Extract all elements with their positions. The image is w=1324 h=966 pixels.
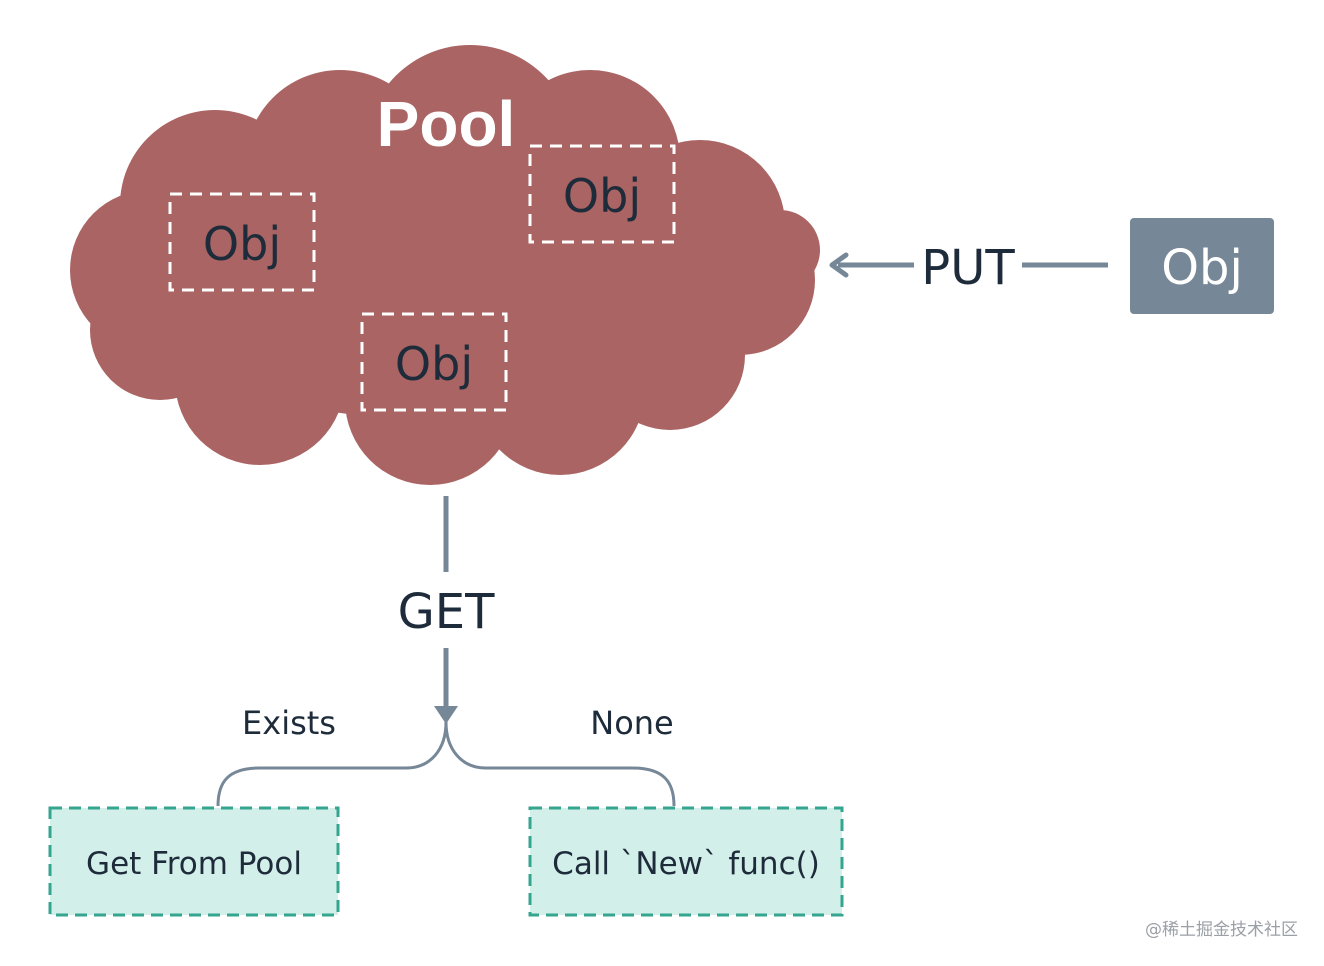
put-object-label: Obj — [1161, 240, 1243, 296]
pool-cloud — [70, 45, 820, 485]
pool-title: Pool — [377, 88, 516, 160]
branch-none-label: None — [590, 704, 673, 742]
watermark: @稀土掘金技术社区 — [1145, 920, 1298, 940]
pool-object-1: Obj — [168, 192, 316, 292]
put-arrow — [829, 252, 1108, 278]
get-label: GET — [398, 584, 496, 640]
branch-exists-label: Exists — [242, 704, 336, 742]
pool-object-3-label: Obj — [395, 337, 473, 391]
result-call-new: Call `New` func() — [528, 806, 844, 917]
pool-object-1-label: Obj — [203, 217, 281, 271]
result-call-new-label: Call `New` func() — [552, 846, 820, 882]
put-object: Obj — [1130, 218, 1274, 314]
get-arrowhead — [434, 706, 458, 724]
pool-object-2-label: Obj — [563, 169, 641, 223]
put-label: PUT — [921, 240, 1015, 296]
result-get-from-pool-label: Get From Pool — [86, 846, 302, 882]
branch-curve — [216, 721, 676, 807]
result-get-from-pool: Get From Pool — [48, 806, 340, 917]
pool-object-2: Obj — [528, 144, 676, 244]
pool-object-3: Obj — [360, 312, 508, 412]
